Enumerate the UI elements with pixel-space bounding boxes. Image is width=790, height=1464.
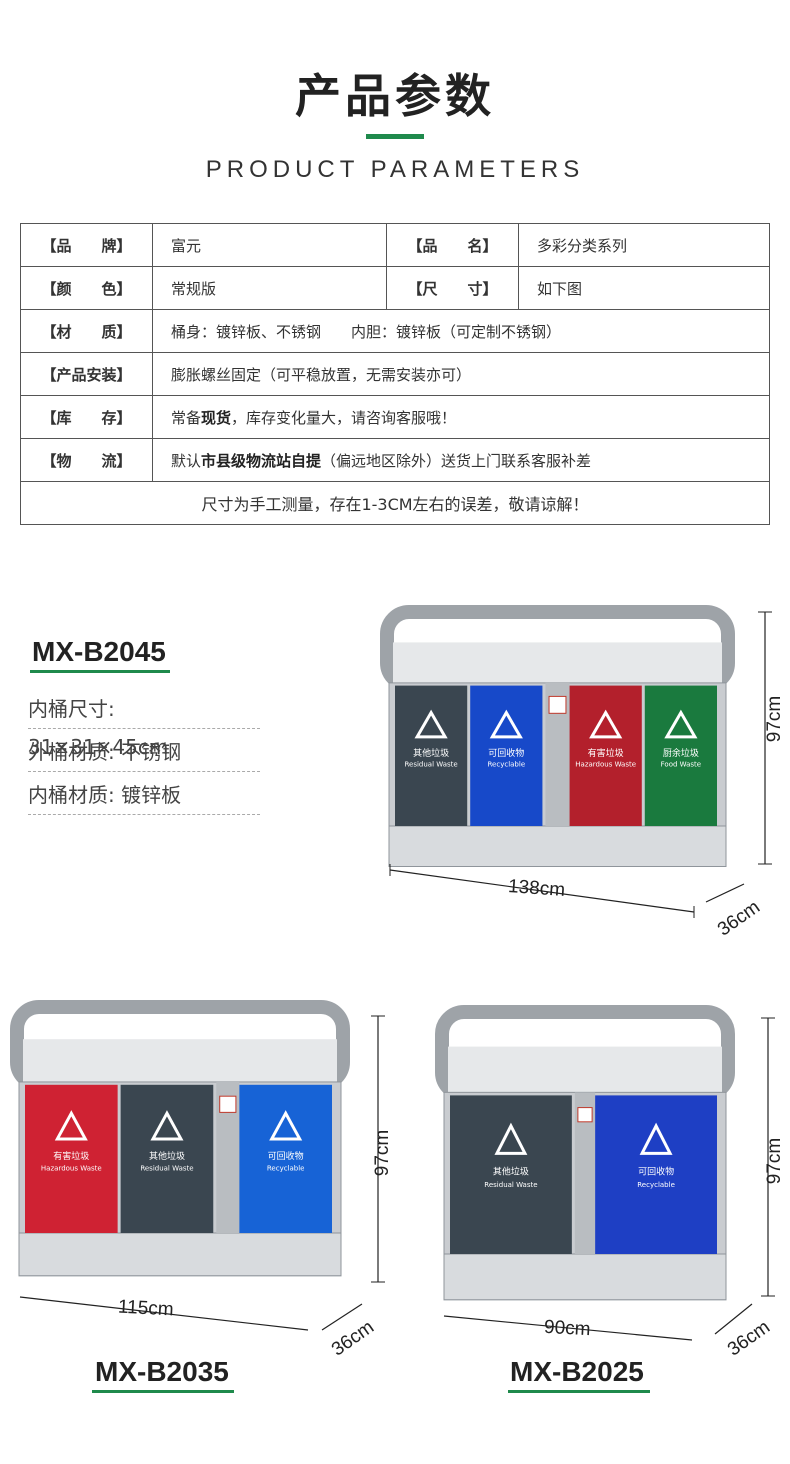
logistics-text: 默认 <box>171 451 202 470</box>
waste-symbol-icon <box>54 1110 88 1141</box>
compartment-panel <box>470 685 543 826</box>
table-row: 尺寸为手工测量，存在1-3CM左右的误差，敬请谅解！ <box>20 481 770 525</box>
waste-symbol-icon <box>414 709 448 739</box>
table-row: 【产品安装】 膨胀螺丝固定（可平稳放置，无需安装亦可） <box>20 352 770 396</box>
size-value: 如下图 <box>518 266 770 310</box>
bin-base <box>388 825 727 867</box>
compartment-label-en: Recyclable <box>488 761 526 769</box>
material-body: 桶身：镀锌板、不锈钢 <box>171 322 322 341</box>
bin-top-opening <box>23 1039 337 1082</box>
bin-image-4-compartment: 其他垃圾 Residual Waste 可回收物 Recyclable 有害垃圾 Haza… <box>380 605 735 868</box>
measurement-note: 尺寸为手工测量，存在1-3CM左右的误差，敬请谅解！ <box>20 481 770 525</box>
stock-key: 【库 存】 <box>20 395 153 439</box>
compartment-label-en: Residual Waste <box>484 1181 537 1189</box>
spec-inner-size: 内桶尺寸: 31×31×45cm <box>28 690 260 759</box>
color-key: 【颜 色】 <box>20 266 153 310</box>
compartment-label-cn: 厨余垃圾 <box>663 747 699 759</box>
model-underline <box>30 670 170 673</box>
product-name-key: 【品 名】 <box>386 223 519 267</box>
no-smoking-icon <box>548 695 567 714</box>
ashtray-strip <box>216 1081 240 1233</box>
color-value: 常规版 <box>152 266 387 310</box>
stock-value: 常备现货，库存变化量大，请咨询客服哦！ <box>152 395 770 439</box>
install-value: 膨胀螺丝固定（可平稳放置，无需安装亦可） <box>152 352 770 396</box>
no-smoking-icon <box>219 1095 237 1113</box>
logistics-highlight: 市县级物流站自提 <box>201 451 322 470</box>
compartment-label-en: Hazardous Waste <box>41 1164 102 1172</box>
compartment-panel <box>450 1095 572 1254</box>
compartment-label-cn: 可回收物 <box>638 1166 674 1178</box>
logistics-text-rest: （偏远地区除外）送货上门联系客服补差 <box>321 451 592 470</box>
compartment-panel <box>120 1084 214 1233</box>
waste-symbol-icon <box>269 1110 303 1141</box>
compartment-label-cn: 其他垃圾 <box>413 747 449 759</box>
no-smoking-icon <box>577 1107 593 1123</box>
logistics-key: 【物 流】 <box>20 438 153 482</box>
compartment-label-cn: 有害垃圾 <box>588 747 624 759</box>
compartment-panel <box>595 1095 717 1254</box>
ashtray-strip <box>574 1092 596 1254</box>
spec-outer-material: 外桶材质: 不锈钢 <box>28 733 260 772</box>
parameter-table: 【品 牌】 富元 【品 名】 多彩分类系列 【颜 色】 常规版 【尺 寸】 如下… <box>20 223 770 525</box>
bin-base <box>18 1232 342 1277</box>
stock-text-rest: ，库存变化量大，请咨询客服哦！ <box>231 408 457 427</box>
stock-text: 常备 <box>171 408 202 427</box>
waste-symbol-icon <box>664 709 698 739</box>
compartment-label-cn: 可回收物 <box>488 747 524 759</box>
compartment-label-cn: 其他垃圾 <box>493 1166 529 1178</box>
compartment-label-en: Residual Waste <box>404 761 457 769</box>
model-label: MX-B2035 <box>95 1356 229 1387</box>
compartment-label-cn: 可回收物 <box>268 1150 304 1162</box>
bin-image-3-compartment: 有害垃圾 Hazardous Waste 其他垃圾 Residual Waste 可回收… <box>10 1000 350 1277</box>
waste-symbol-icon <box>589 709 623 739</box>
compartment-panel <box>644 685 717 826</box>
brand-value: 富元 <box>152 223 387 267</box>
model-label: MX-B2045 <box>32 636 166 667</box>
table-row: 【库 存】 常备现货，库存变化量大，请咨询客服哦！ <box>20 395 770 439</box>
compartment-label-en: Hazardous Waste <box>575 761 636 769</box>
waste-symbol-icon <box>639 1122 673 1155</box>
logistics-value: 默认市县级物流站自提（偏远地区除外）送货上门联系客服补差 <box>152 438 770 482</box>
page-title: 产品参数 <box>295 69 495 123</box>
compartment-label-cn: 其他垃圾 <box>149 1150 185 1162</box>
bin-top-opening <box>448 1046 722 1093</box>
compartment-label-en: Recyclable <box>637 1181 675 1189</box>
compartment-panel <box>25 1084 118 1233</box>
install-key: 【产品安装】 <box>20 352 153 396</box>
compartment-panel <box>569 685 642 826</box>
compartment-panel <box>395 685 468 826</box>
compartment-label-en: Recyclable <box>267 1164 305 1172</box>
waste-symbol-icon <box>494 1122 528 1155</box>
bin-base <box>443 1253 727 1301</box>
table-row: 【物 流】 默认市县级物流站自提（偏远地区除外）送货上门联系客服补差 <box>20 438 770 482</box>
product-name-value: 多彩分类系列 <box>518 223 770 267</box>
size-key: 【尺 寸】 <box>386 266 519 310</box>
table-row: 【品 牌】 富元 【品 名】 多彩分类系列 <box>20 223 770 267</box>
compartment-label-en: Food Waste <box>661 761 701 769</box>
compartment-label-en: Residual Waste <box>140 1164 193 1172</box>
waste-symbol-icon <box>489 709 523 739</box>
table-row: 【颜 色】 常规版 【尺 寸】 如下图 <box>20 266 770 310</box>
bin-top-opening <box>393 642 722 683</box>
model-underline <box>92 1390 234 1393</box>
model-label: MX-B2025 <box>510 1356 644 1387</box>
title-underline <box>366 134 424 139</box>
compartment-label-cn: 有害垃圾 <box>53 1150 89 1162</box>
page-subtitle: PRODUCT PARAMETERS <box>205 156 585 183</box>
bin-image-2-compartment: 其他垃圾 Residual Waste 可回收物 Recyclable <box>435 1005 735 1301</box>
compartment-panel <box>239 1084 332 1233</box>
waste-symbol-icon <box>150 1110 184 1141</box>
model-underline <box>508 1390 650 1393</box>
spec-inner-material: 内桶材质: 镀锌板 <box>28 776 260 815</box>
stock-highlight: 现货 <box>201 408 232 427</box>
material-key: 【材 质】 <box>20 309 153 353</box>
material-inner: 内胆：镀锌板（可定制不锈钢） <box>351 322 562 341</box>
brand-key: 【品 牌】 <box>20 223 153 267</box>
